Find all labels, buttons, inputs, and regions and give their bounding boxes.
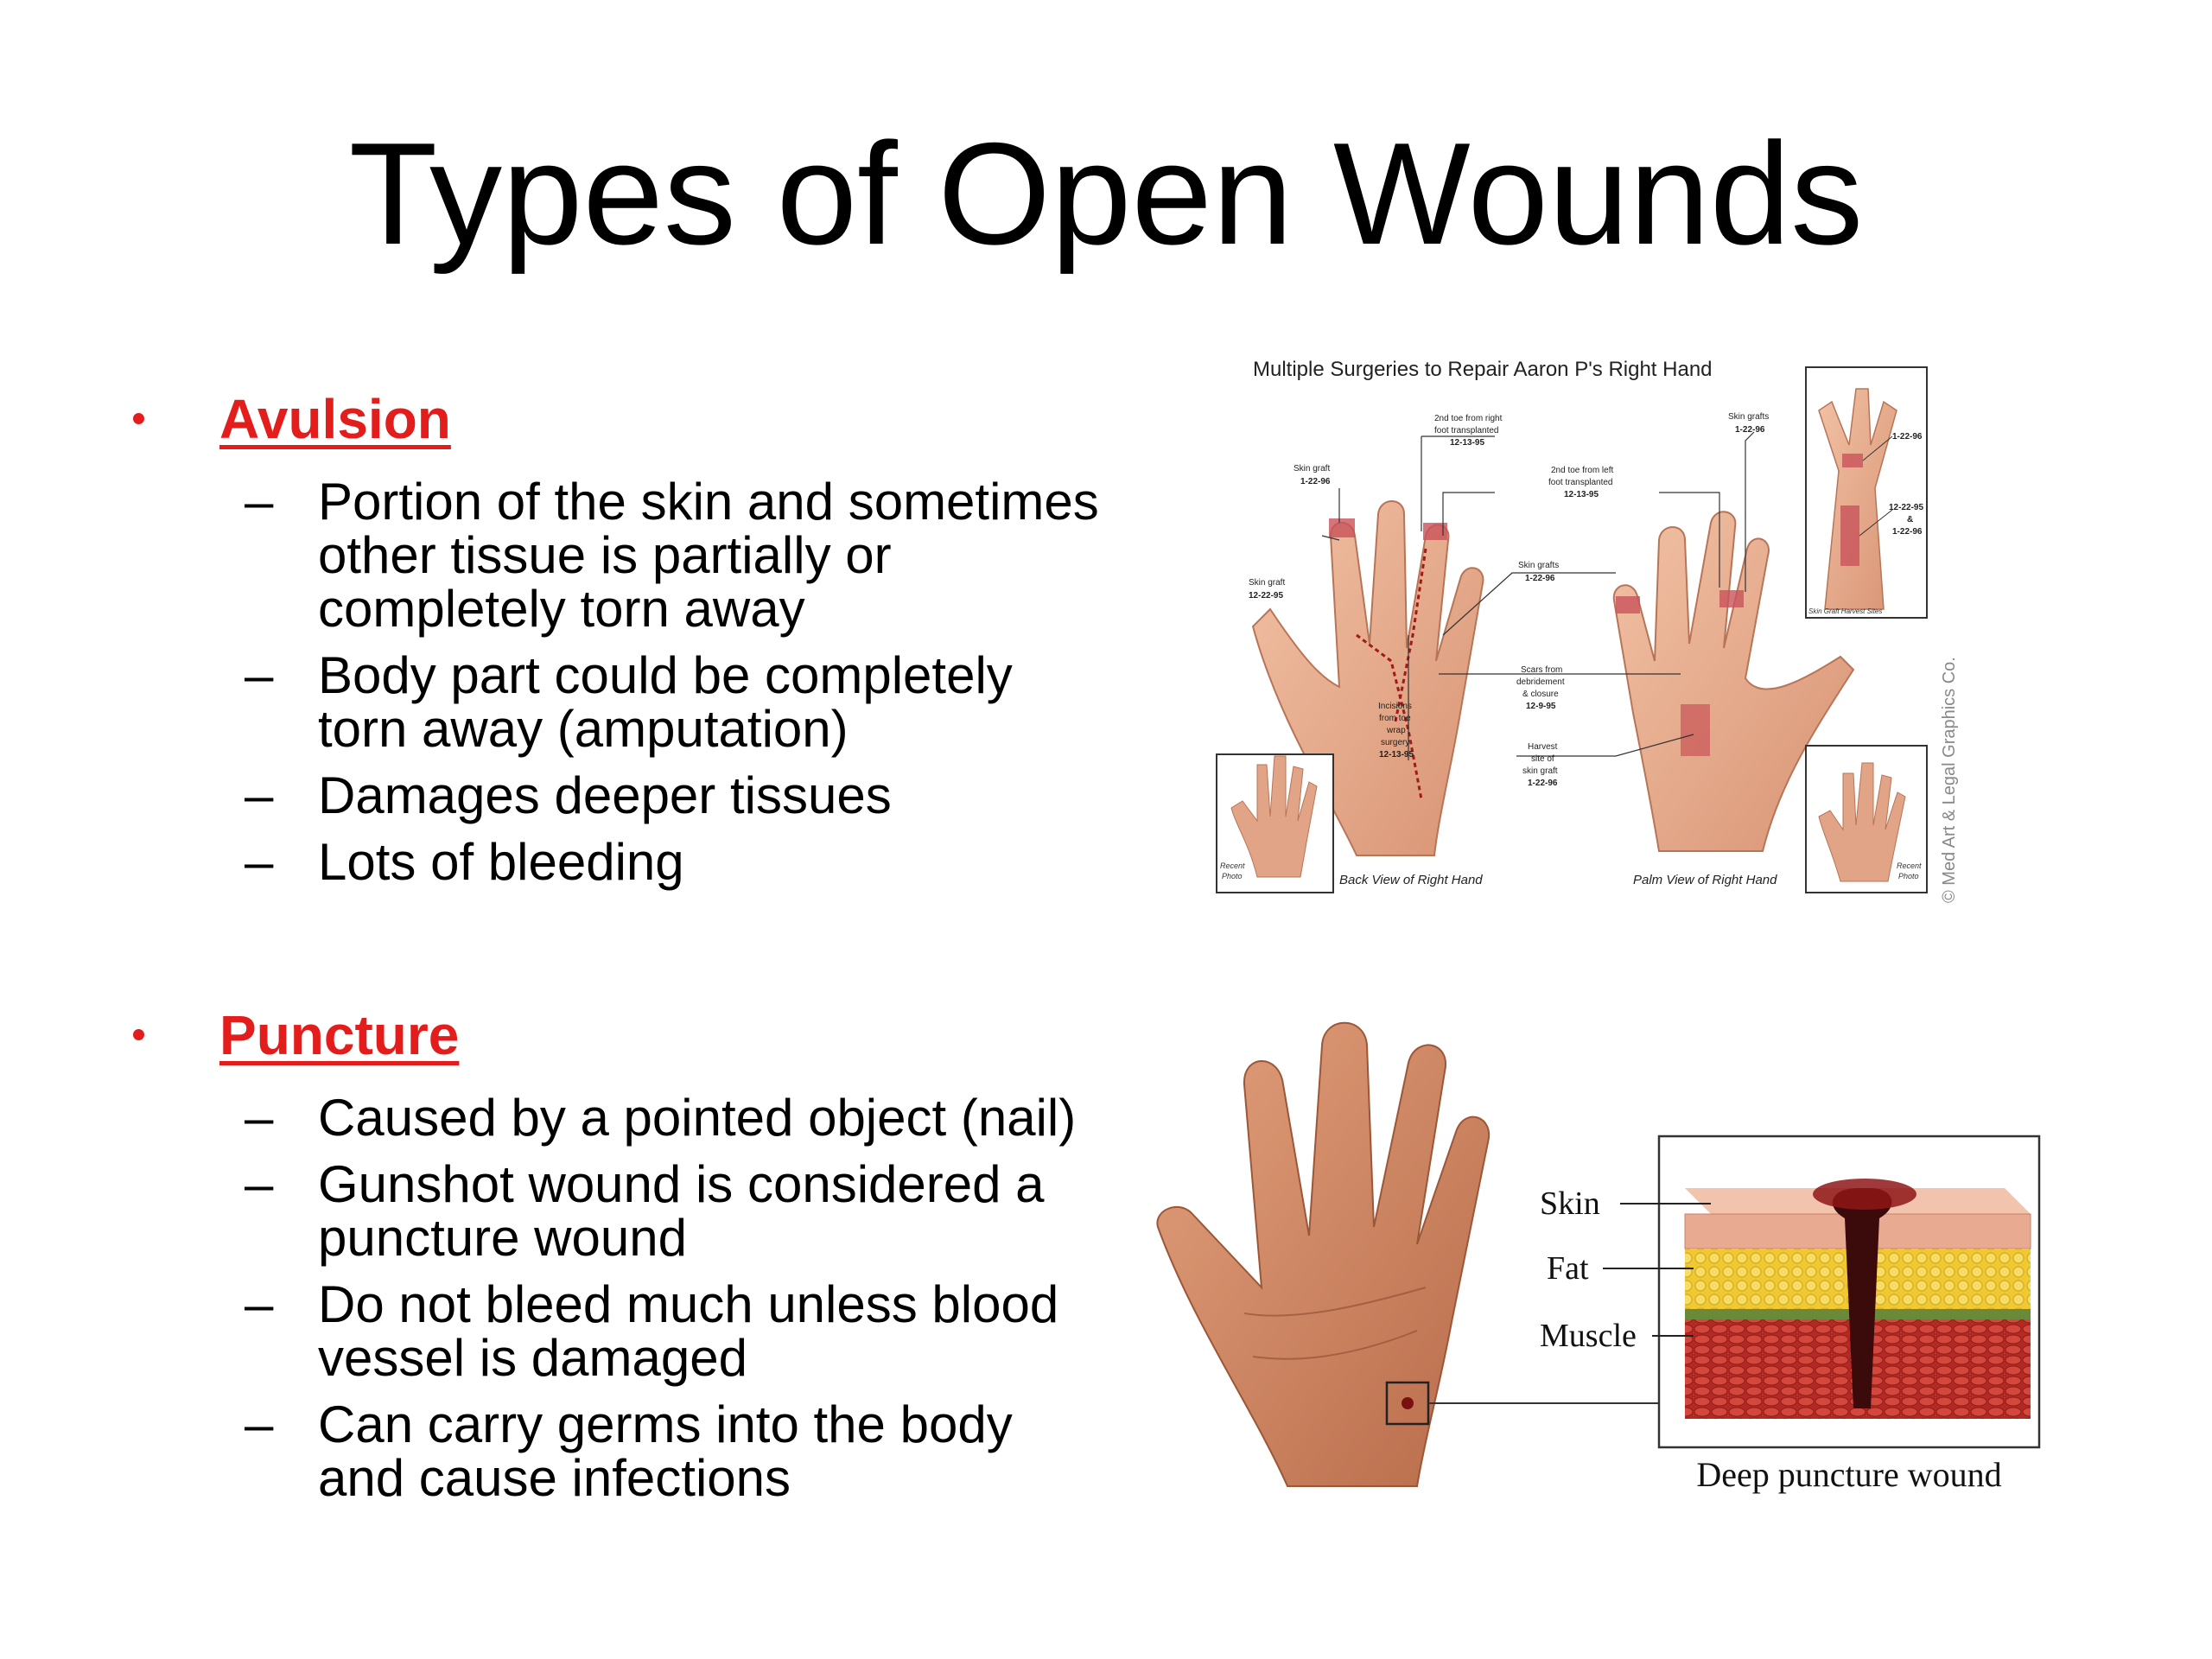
svg-text:site of: site of <box>1531 754 1554 764</box>
heading-avulsion: Avulsion <box>219 388 451 450</box>
svg-text:1-22-96: 1-22-96 <box>1300 477 1331 486</box>
recent-photo-palm: Recent Photo <box>1805 745 1928 893</box>
copyright-text: © Med Art & Legal Graphics Co. <box>1940 657 1959 903</box>
svg-text:Skin Graft Harvest Sites: Skin Graft Harvest Sites <box>1808 607 1882 615</box>
svg-text:Harvest: Harvest <box>1528 742 1558 752</box>
svg-text:from toe: from toe <box>1379 714 1411 723</box>
list-item: –Portion of the skin and sometimes other… <box>245 473 1099 638</box>
list-item: –Damages deeper tissues <box>245 766 892 824</box>
callout-lines <box>1321 431 1755 760</box>
svg-text:Photo: Photo <box>1222 872 1243 880</box>
svg-text:1-22-96: 1-22-96 <box>1528 779 1558 788</box>
label-skin: Skin <box>1540 1185 1600 1222</box>
svg-text:skin graft: skin graft <box>1522 766 1558 776</box>
svg-text:&: & <box>1907 515 1913 524</box>
heading-puncture: Puncture <box>219 1004 460 1066</box>
svg-text:Skin grafts: Skin grafts <box>1518 561 1559 570</box>
svg-text:12-9-95: 12-9-95 <box>1526 702 1556 711</box>
svg-text:Skin graft: Skin graft <box>1294 464 1330 474</box>
list-item: –Can carry germs into the body and cause… <box>245 1395 1013 1507</box>
list-item: –Body part could be completely torn away… <box>245 646 1013 758</box>
svg-text:1-22-96: 1-22-96 <box>1525 574 1555 583</box>
svg-text:12-13-95: 12-13-95 <box>1379 750 1414 760</box>
label-muscle: Muscle <box>1540 1318 1637 1354</box>
svg-text:Recent: Recent <box>1220 861 1245 870</box>
svg-text:Scars from: Scars from <box>1521 665 1562 675</box>
figure-title: Multiple Surgeries to Repair Aaron P's R… <box>1253 358 1713 381</box>
bullet-dot <box>133 413 144 424</box>
label-fat: Fat <box>1547 1250 1589 1287</box>
list-item: –Caused by a pointed object (nail) <box>245 1089 1077 1147</box>
back-view-caption: Back View of Right Hand <box>1339 873 1483 887</box>
section-avulsion: Avulsion –Portion of the skin and someti… <box>130 388 1106 902</box>
svg-text:1-22-96: 1-22-96 <box>1892 527 1923 537</box>
hand-palm-view <box>1612 511 1855 852</box>
puncture-wound-diagram: Skin Fat Muscle Deep puncture wound <box>1156 1021 2041 1494</box>
list-item: –Do not bleed much unless blood vessel i… <box>245 1275 1059 1387</box>
section-puncture: Puncture –Caused by a pointed object (na… <box>130 1004 1106 1518</box>
figure-caption: Deep puncture wound <box>1696 1455 2001 1494</box>
svg-text:2nd toe from right: 2nd toe from right <box>1434 414 1503 423</box>
svg-text:surgery: surgery <box>1381 738 1409 747</box>
svg-text:12-22-95: 12-22-95 <box>1889 503 1923 512</box>
svg-text:2nd toe from left: 2nd toe from left <box>1551 466 1613 475</box>
recent-photo-back: Recent Photo <box>1216 753 1334 893</box>
svg-text:Skin grafts: Skin grafts <box>1728 412 1769 422</box>
svg-text:foot transplanted: foot transplanted <box>1434 426 1499 435</box>
svg-text:1-22-96: 1-22-96 <box>1735 425 1765 435</box>
svg-text:Skin graft: Skin graft <box>1249 578 1285 588</box>
bullet-puncture: Puncture <box>130 1004 1106 1091</box>
hand-surgery-diagram: Multiple Surgeries to Repair Aaron P's R… <box>1216 358 1959 903</box>
svg-text:Incisions: Incisions <box>1378 702 1412 711</box>
svg-text:foot transplanted: foot transplanted <box>1548 478 1613 487</box>
bullet-avulsion: Avulsion <box>130 388 1106 475</box>
svg-text:12-13-95: 12-13-95 <box>1450 438 1484 448</box>
svg-text:wrap: wrap <box>1386 726 1406 735</box>
svg-text:12-22-95: 12-22-95 <box>1249 591 1283 601</box>
bullet-dot <box>133 1029 144 1040</box>
svg-text:Photo: Photo <box>1898 872 1919 880</box>
list-item: –Gunshot wound is considered a puncture … <box>245 1155 1045 1267</box>
svg-text:& closure: & closure <box>1522 690 1559 699</box>
palm-hand <box>1156 1021 1491 1487</box>
palm-view-caption: Palm View of Right Hand <box>1633 873 1777 887</box>
svg-text:12-13-95: 12-13-95 <box>1564 490 1599 499</box>
svg-text:debridement: debridement <box>1516 677 1565 687</box>
svg-text:Recent: Recent <box>1897 861 1922 870</box>
svg-text:1-22-96: 1-22-96 <box>1892 432 1923 442</box>
tissue-layers <box>1684 1179 2031 1419</box>
list-item: –Lots of bleeding <box>245 833 684 891</box>
harvest-sites-inset: 1-22-96 12-22-95 & 1-22-96 Skin Graft Ha… <box>1805 366 1928 619</box>
hand-back-view <box>1251 500 1484 856</box>
slide-title: Types of Open Wounds <box>348 112 1864 275</box>
